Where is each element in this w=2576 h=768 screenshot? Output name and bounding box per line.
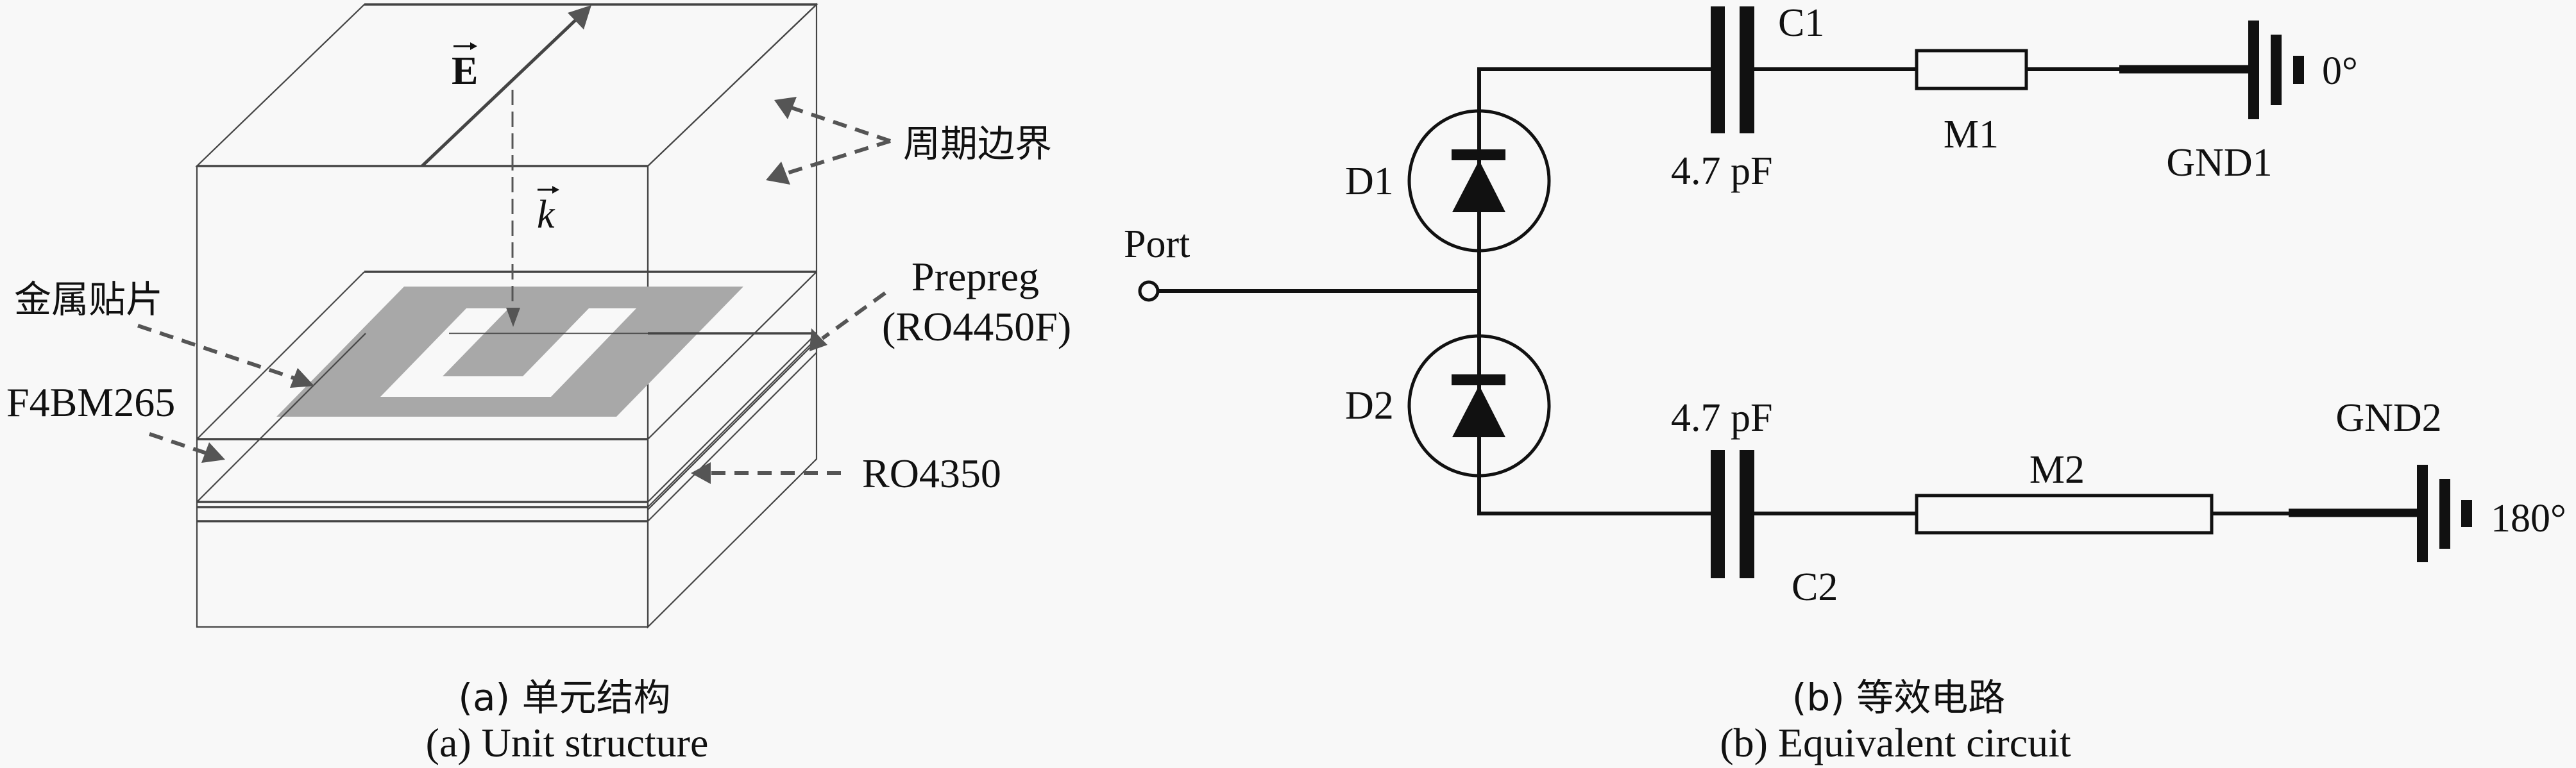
periodic-boundary-arrow-top <box>785 104 891 143</box>
e-field-label: E <box>452 42 478 93</box>
f4bm265-label: F4BM265 <box>6 380 175 425</box>
ground-gnd1: 0° GND1 <box>2166 21 2358 185</box>
f4bm265-arrowhead <box>201 442 225 463</box>
caption-b-cn: (b) 等效电路 <box>1792 676 2006 719</box>
prepreg-material-label: (RO4450F) <box>882 304 1071 349</box>
prepreg-arrow <box>821 291 886 340</box>
line-m1-body <box>1915 49 2028 90</box>
gnd1-phase-label: 0° <box>2322 49 2358 93</box>
capacitor-c1-value: 4.7 pF <box>1671 149 1772 193</box>
gnd1-plate-2 <box>2271 35 2282 105</box>
k-vector-arrowhead <box>506 308 520 327</box>
diode-d2-label: D2 <box>1345 384 1394 428</box>
svg-text:k: k <box>537 193 555 237</box>
lower-plane-right-edge <box>647 333 817 503</box>
f4bm265-arrow <box>149 432 211 456</box>
k-vector-label: k <box>537 186 559 237</box>
lower-plane-left-edge <box>196 333 366 503</box>
capacitor-c1-label: C1 <box>1778 1 1824 45</box>
e-vector-arrowhead <box>470 42 477 50</box>
capacitor-c1-plate-right <box>1740 6 1754 133</box>
caption-b-en: (b) Equivalent circuit <box>1720 720 2071 765</box>
line-m2: M2 <box>1915 448 2214 535</box>
box-right-face <box>647 3 818 629</box>
periodic-boundary-arrowhead-bottom <box>766 162 790 185</box>
metal-patch-arrowhead <box>290 368 314 388</box>
metal-patch-arrow <box>137 324 299 381</box>
line-m1: M1 <box>1915 49 2028 156</box>
caption-a-cn: (a) 单元结构 <box>458 676 670 719</box>
capacitor-c1-plate-left <box>1711 6 1725 133</box>
e-field-arrowhead <box>568 5 591 29</box>
periodic-boundary-arrow-bottom <box>778 139 891 178</box>
prepreg-label: Prepreg <box>911 254 1039 299</box>
patch-layer-right-edge <box>647 271 817 440</box>
diode-d1-cathode-bar <box>1452 149 1505 160</box>
capacitor-c2-value: 4.7 pF <box>1671 396 1772 440</box>
periodic-boundary-arrowhead-top <box>774 97 797 119</box>
gnd2-plate-1 <box>2417 465 2428 562</box>
diode-d2-housing <box>1407 334 1551 478</box>
e-field-arrow <box>421 14 582 167</box>
metal-patch-label: 金属贴片 <box>14 278 163 321</box>
diode-d2-cathode-bar <box>1452 374 1505 385</box>
periodic-boundary-label: 周期边界 <box>903 122 1052 165</box>
capacitor-c2: 4.7 pF C2 <box>1671 396 1838 609</box>
ro4350-side-edge <box>647 352 817 522</box>
gnd1-label: GND1 <box>2166 141 2272 185</box>
gnd2-phase-label: 180° <box>2491 497 2566 540</box>
diode-d1-label: D1 <box>1345 160 1394 203</box>
upper-branch-wire <box>1477 67 1711 291</box>
capacitor-c1: C1 4.7 pF <box>1671 1 1824 193</box>
ro4350-label: RO4350 <box>862 451 1001 496</box>
capacitor-c2-label: C2 <box>1792 565 1838 609</box>
ro4350-arrowhead <box>691 462 711 484</box>
k-vector-bar-head <box>552 186 559 194</box>
gnd2-plate-2 <box>2439 479 2450 549</box>
port-label: Port <box>1124 222 1190 266</box>
diode-d1-housing <box>1407 109 1551 253</box>
equivalent-circuit-panel: Port D1 D2 C1 4.7 pF <box>1124 1 2566 765</box>
diode-d2: D2 <box>1345 334 1551 478</box>
prepreg-side-edge-2 <box>647 340 817 510</box>
patch-layer-left-edge <box>196 271 365 440</box>
gnd1-plate-3 <box>2293 56 2304 84</box>
diode-d1: D1 <box>1345 109 1551 253</box>
caption-a-en: (a) Unit structure <box>426 720 709 765</box>
gnd2-label: GND2 <box>2335 396 2441 440</box>
prepreg-arrowhead <box>809 328 827 351</box>
line-m1-label: M1 <box>1944 113 1999 156</box>
unit-structure-panel: E k 周期边界 金属贴片 F4BM265 Prepreg (RO4450F) <box>6 3 1071 765</box>
diode-d1-triangle <box>1452 160 1505 212</box>
ground-gnd2: 180° GND2 <box>2335 396 2566 562</box>
diode-d2-triangle <box>1452 385 1505 437</box>
svg-text:E: E <box>452 49 478 93</box>
patch-slot <box>380 308 636 397</box>
lower-branch-wire <box>1477 291 1711 515</box>
gnd1-plate-1 <box>2248 21 2259 119</box>
line-m2-label: M2 <box>2029 448 2085 492</box>
capacitor-c2-plate-left <box>1711 450 1725 578</box>
line-m2-body <box>1915 494 2214 535</box>
capacitor-c2-plate-right <box>1740 450 1754 578</box>
port-terminal <box>1138 280 1160 302</box>
prepreg-side-edge-1 <box>647 338 817 508</box>
gnd2-plate-3 <box>2461 500 2472 527</box>
